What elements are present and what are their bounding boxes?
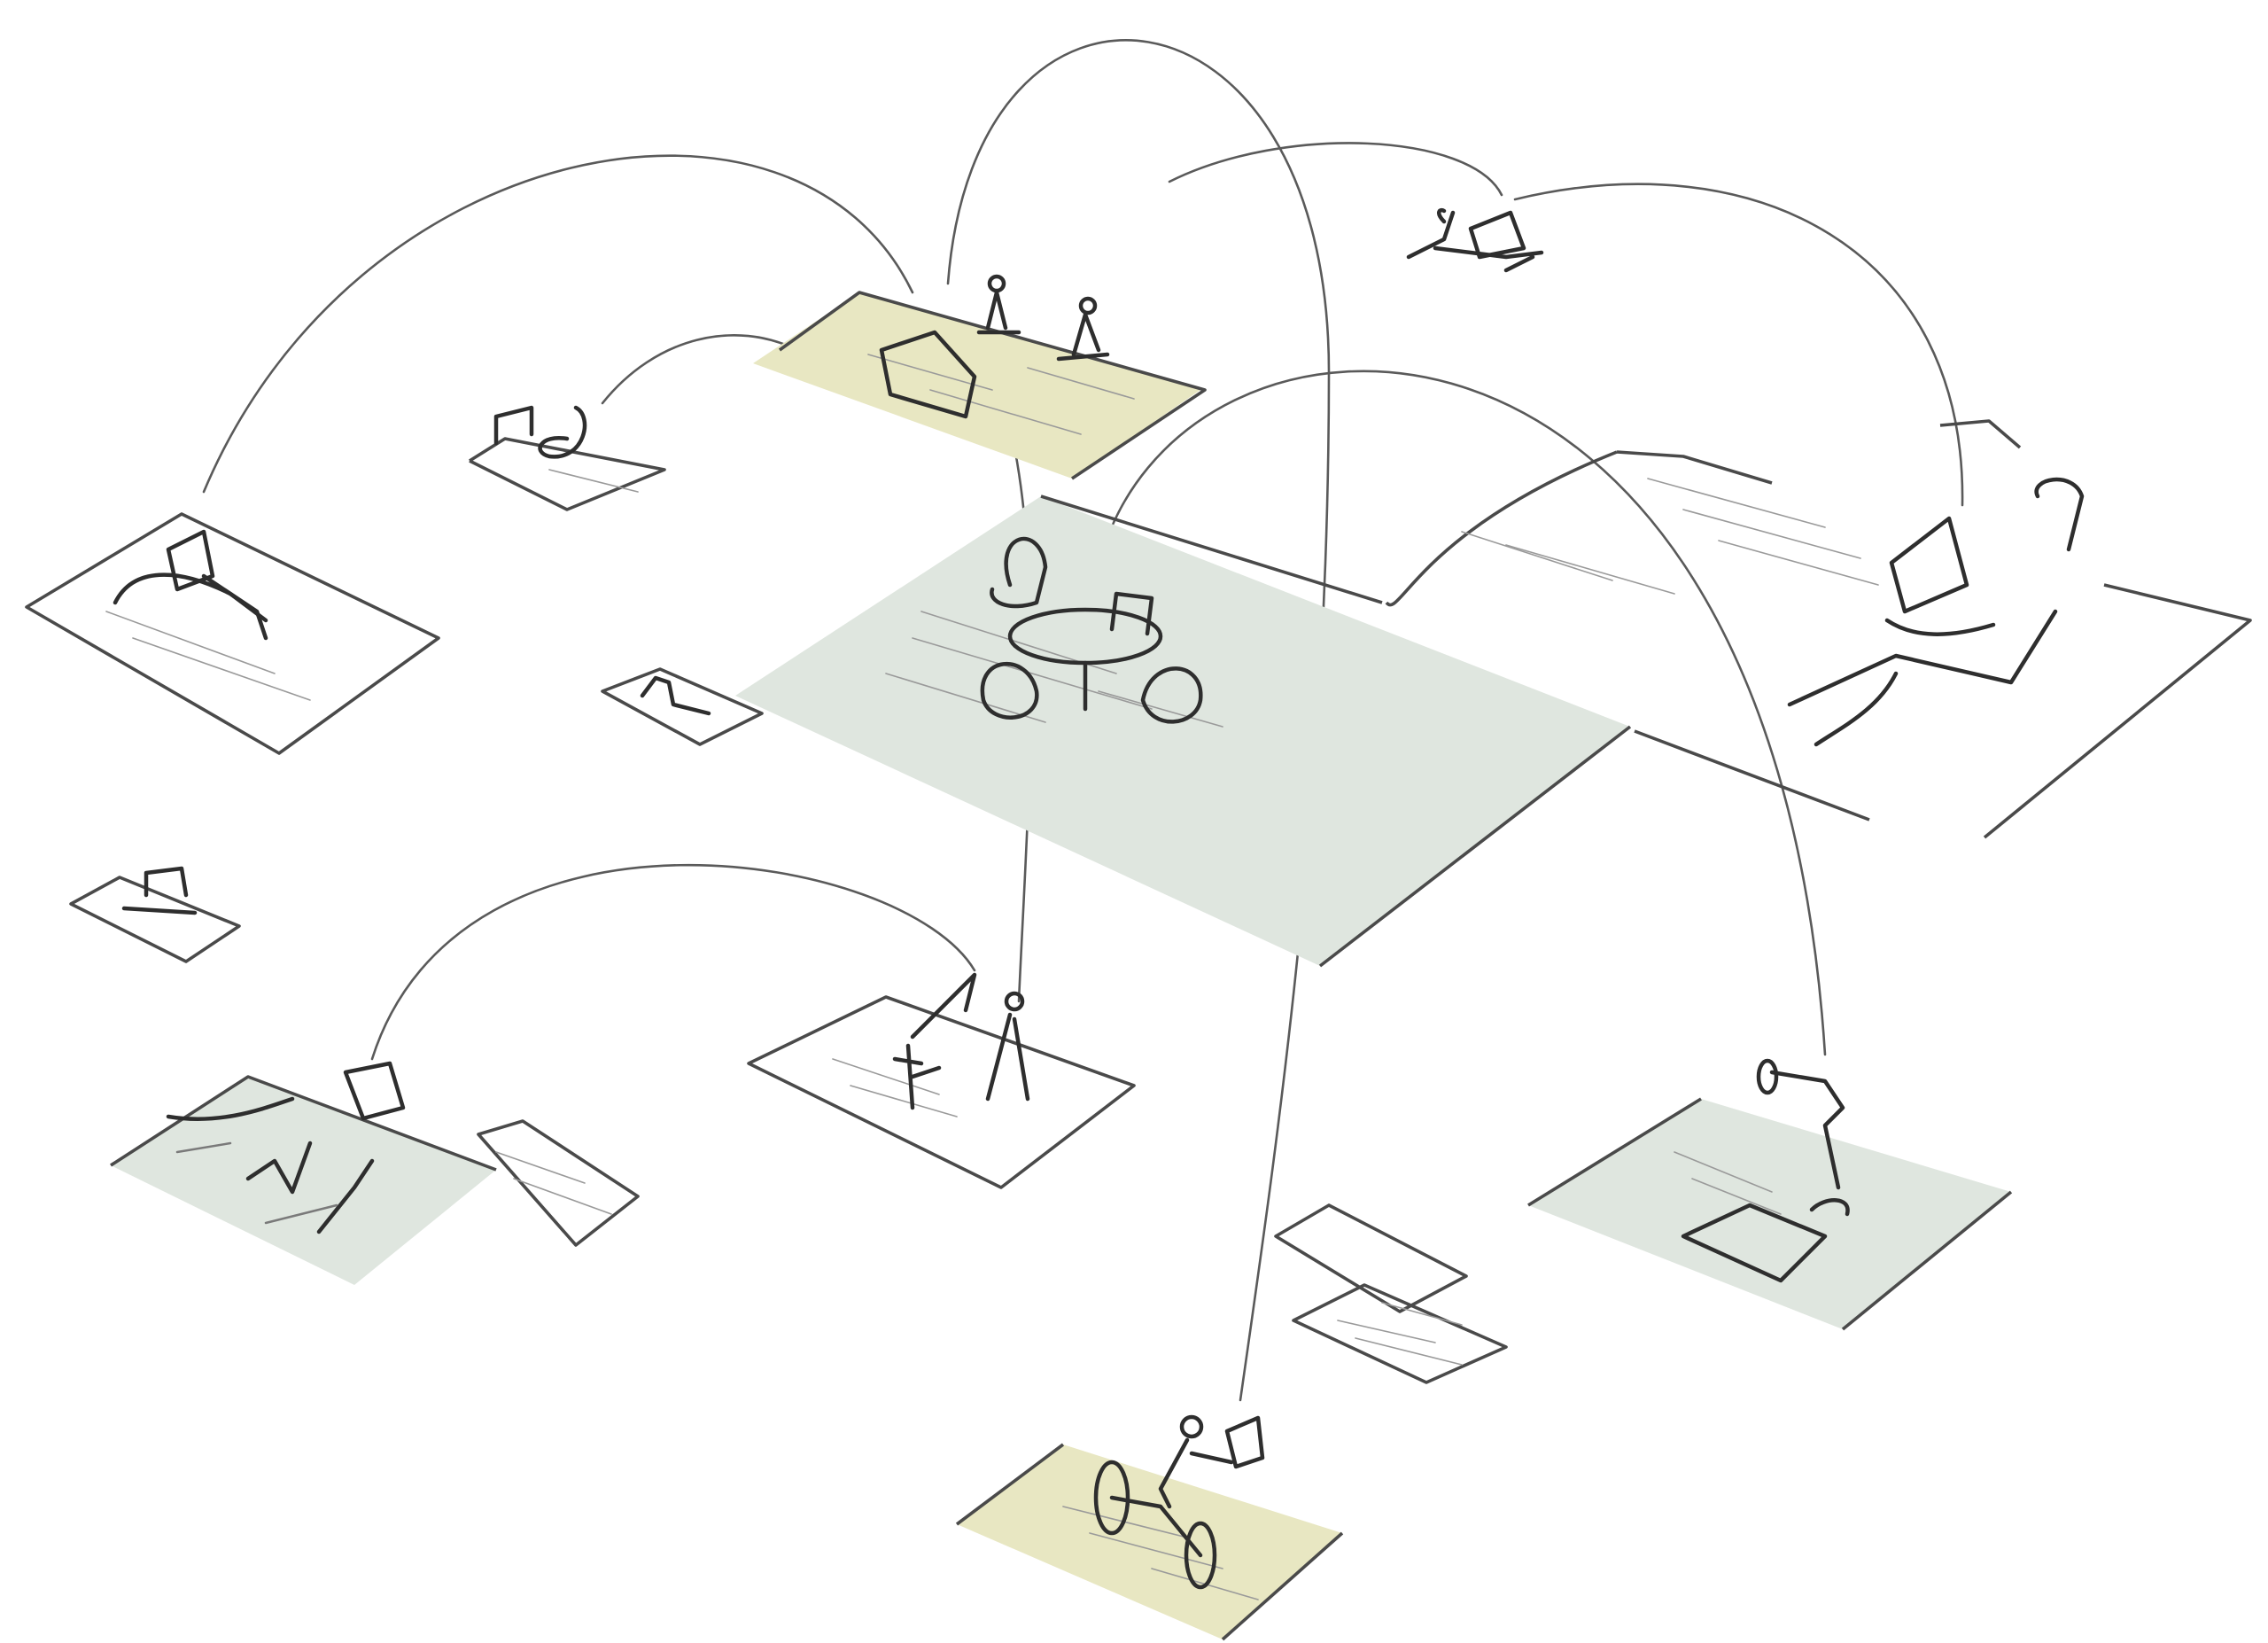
lounge-pad	[25, 512, 440, 755]
bicycle-desk-icon	[1093, 1414, 1265, 1590]
raised-lounge-zone	[1385, 419, 2252, 839]
arc-group-to-standing	[370, 863, 976, 1061]
arc-tall-meeting-to-cycle	[946, 39, 1331, 1402]
standing-pad	[747, 972, 1136, 1189]
desk-lamp-icon	[1756, 1058, 1850, 1217]
stacked-pads	[1274, 1203, 1508, 1384]
lamp-pad	[1527, 1058, 2013, 1331]
lounge-chair-icon	[113, 529, 268, 641]
arc-lounge-to-meeting	[202, 154, 914, 494]
laptop-pad-left	[601, 667, 764, 746]
lower-left-sage-pad	[110, 1061, 640, 1285]
olive-meeting-pad	[753, 274, 1207, 480]
arc-central-to-lamp	[1097, 370, 1827, 1056]
arc-top-to-desk	[1168, 142, 1503, 197]
bicycle-desk-pad	[955, 1414, 1344, 1641]
central-lounge-zone	[735, 494, 1632, 968]
arc-desk-to-wall	[1513, 183, 1964, 507]
tiny-pad-left	[69, 866, 241, 963]
monitor-icon	[879, 330, 977, 419]
arc-small-desk-to-meeting	[601, 334, 799, 405]
person-at-laptop-icon	[1787, 477, 2085, 747]
standing-person-icon	[892, 972, 1030, 1110]
small-desk-pad-upper	[469, 405, 666, 511]
small-desk-top-right	[1406, 207, 1544, 273]
round-table-icon	[980, 536, 1203, 724]
standing-person-icon	[976, 274, 1110, 362]
